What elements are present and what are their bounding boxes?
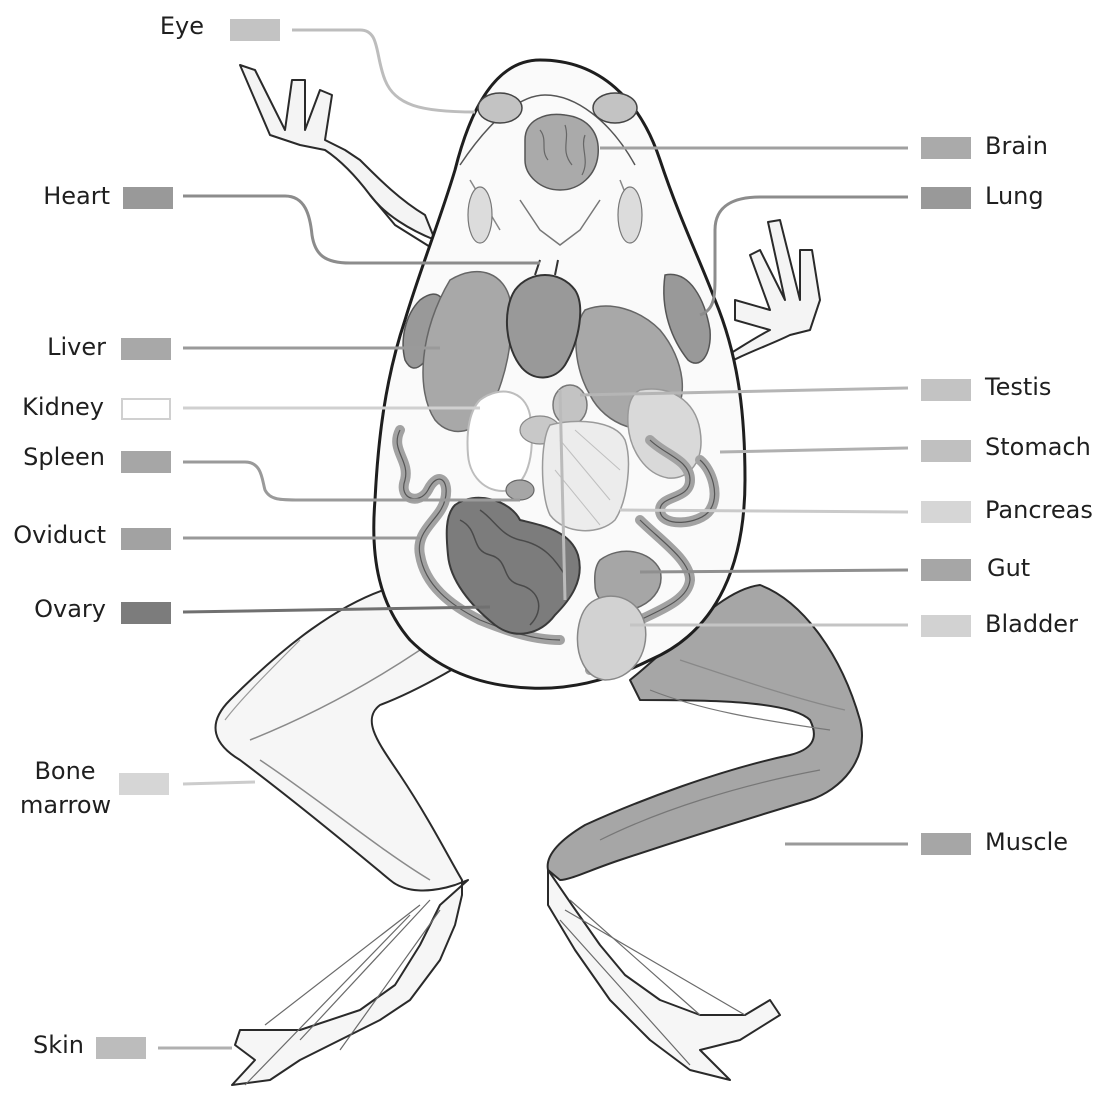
label-brain: Brain bbox=[985, 132, 1048, 160]
right-hind-leg bbox=[546, 584, 863, 1081]
label-spleen: Spleen bbox=[23, 443, 105, 471]
eye-right-shape bbox=[592, 92, 638, 124]
spleen-shape bbox=[505, 479, 535, 501]
pancreas-shape bbox=[541, 420, 630, 532]
leader-stomach bbox=[719, 446, 909, 454]
bladder-shape bbox=[576, 595, 647, 681]
leader-heart bbox=[183, 194, 540, 265]
ovary-shape bbox=[445, 496, 581, 635]
swatch-kidney bbox=[121, 398, 171, 420]
swatch-liver bbox=[121, 338, 171, 360]
label-stomach: Stomach bbox=[985, 433, 1091, 461]
label-pancreas: Pancreas bbox=[985, 496, 1093, 524]
swatch-ovary bbox=[121, 602, 171, 624]
swatch-spleen bbox=[121, 451, 171, 473]
label-bladder: Bladder bbox=[985, 610, 1078, 638]
swatch-skin bbox=[96, 1037, 146, 1059]
leader-gut bbox=[639, 568, 909, 574]
leader-spleen bbox=[183, 460, 520, 502]
leader-pancreas bbox=[619, 508, 909, 514]
swatch-heart bbox=[123, 187, 173, 209]
leader-ovary bbox=[182, 605, 491, 614]
testis-shape bbox=[552, 384, 588, 426]
swatch-eye bbox=[230, 19, 280, 41]
stomach-shape bbox=[627, 388, 702, 479]
label-heart: Heart bbox=[43, 182, 110, 210]
left-hind-leg bbox=[214, 584, 501, 1086]
kidney-shape bbox=[466, 390, 533, 492]
leader-testis bbox=[579, 386, 909, 397]
label-skin: Skin bbox=[32, 1031, 84, 1059]
label-kidney: Kidney bbox=[22, 393, 104, 421]
label-muscle: Muscle bbox=[985, 828, 1069, 856]
leader-lung bbox=[699, 195, 908, 317]
left-forelimb bbox=[239, 64, 436, 251]
label-bone-marrow: Bone marrow bbox=[20, 754, 112, 822]
lung-right-shape bbox=[663, 273, 711, 364]
right-forelimb bbox=[709, 219, 821, 371]
swatch-gut bbox=[921, 559, 971, 581]
label-ovary: Ovary bbox=[34, 595, 106, 623]
swatch-brain bbox=[921, 137, 971, 159]
label-oviduct: Oviduct bbox=[13, 521, 106, 549]
swatch-oviduct bbox=[121, 528, 171, 550]
swatch-pancreas bbox=[921, 501, 971, 523]
label-testis: Testis bbox=[985, 373, 1052, 401]
leader-lines bbox=[158, 28, 909, 1050]
label-liver: Liver bbox=[47, 333, 106, 361]
brain-shape bbox=[524, 113, 599, 191]
swatch-stomach bbox=[921, 440, 971, 462]
label-gut: Gut bbox=[987, 554, 1031, 582]
leader-eye bbox=[292, 28, 476, 114]
swatch-bladder bbox=[921, 615, 971, 637]
label-bone-marrow-line1: Bone bbox=[34, 757, 96, 785]
swatch-muscle bbox=[921, 833, 971, 855]
eye-left-shape bbox=[477, 92, 523, 124]
swatch-lung bbox=[921, 187, 971, 209]
swatch-bone-marrow bbox=[119, 773, 169, 795]
swatch-testis bbox=[921, 379, 971, 401]
label-lung: Lung bbox=[985, 182, 1044, 210]
label-bone-marrow-line2: marrow bbox=[20, 791, 112, 819]
label-eye: Eye bbox=[159, 12, 204, 40]
heart-shape bbox=[505, 274, 582, 379]
leader-bone-marrow bbox=[182, 780, 256, 786]
